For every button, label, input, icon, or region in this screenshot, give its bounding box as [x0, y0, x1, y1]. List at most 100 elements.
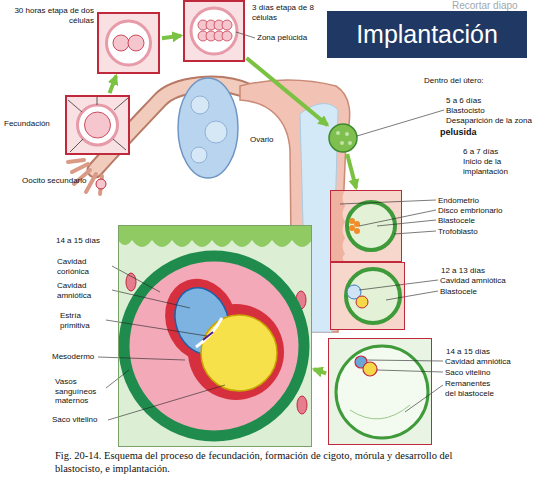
endometrial-villi [118, 225, 312, 247]
part-label: Endometrio [438, 196, 479, 206]
chorion [336, 346, 428, 438]
stage-label: 14 a 15 días [56, 236, 100, 246]
leader-line [357, 110, 444, 136]
blastomere [222, 31, 232, 41]
stage-label: Blastocisto [446, 106, 485, 116]
stage-inset: 3 días etapa de 8 células [183, 0, 245, 62]
embryonic-disc [196, 318, 222, 347]
yolk-sac [201, 315, 277, 391]
leader-line [112, 266, 160, 292]
figure-caption: Fig. 20-14. Esquema del proceso de fecun… [55, 449, 485, 475]
stage-arrow [314, 369, 326, 373]
stage-label: 5 a 6 días [446, 96, 481, 106]
stage-inset: 14 a 15 días [328, 338, 432, 445]
stage-inset: Fecundación [65, 95, 130, 155]
part-label: Remanentes del blastocele [445, 379, 503, 398]
part-label: Cavidad amniótica [445, 357, 511, 367]
maternal-vessel [297, 396, 307, 414]
part-label: Saco vitelino [52, 415, 107, 425]
part-label: Blastocele [440, 287, 477, 297]
leader-line [98, 357, 185, 360]
leader-line [236, 32, 255, 38]
stage-label: pelusida [440, 127, 477, 138]
part-label: Estría primitiva [60, 311, 106, 330]
trophoblast [346, 269, 400, 323]
zona-pellucida [191, 8, 237, 54]
blastocyst-cell [345, 132, 349, 136]
ovary-follicle [191, 147, 207, 163]
chorion [124, 256, 304, 436]
stage-inset: 14 a 15 días [118, 225, 312, 447]
stage-label: 3 días etapa de 8 células [252, 3, 318, 22]
leader-line [377, 370, 443, 372]
leader-line [405, 385, 443, 412]
part-label: Vasos sanguíneos maternos [55, 377, 107, 406]
part-label: Oocito secundario [22, 176, 86, 186]
zona-pellucida [107, 21, 151, 65]
inset-background [65, 95, 130, 155]
ovary [178, 78, 238, 178]
blastocyst-cell [336, 131, 340, 135]
ovary-follicle [191, 96, 209, 114]
leader-line [377, 220, 436, 226]
part-label: Cavidad coriónica [57, 257, 112, 276]
stage-inset: 30 horas etapa de dos células [97, 12, 160, 74]
stage-label: 12 a 13 días [441, 266, 485, 276]
leader-line [394, 231, 436, 234]
leader-line [106, 320, 207, 336]
panel-background [330, 190, 402, 262]
stage-label: 14 a 15 días [446, 347, 490, 357]
blastocyst-cell [348, 141, 352, 145]
leader-line [112, 290, 190, 308]
leader-line [108, 385, 225, 420]
yolk-sac [356, 296, 368, 308]
yolk-sac [363, 362, 377, 376]
blastocyst [329, 124, 357, 152]
stage-label: 30 horas etapa de dos células [4, 6, 94, 25]
primitive-streak [203, 332, 213, 340]
blastomere [113, 35, 129, 51]
oocyte [85, 112, 111, 138]
part-label: Saco vitelino [445, 368, 490, 378]
panel-background [328, 338, 432, 445]
stage-arrow [110, 76, 117, 93]
part-label: Dentro del útero: [424, 76, 484, 86]
leader-line [340, 200, 436, 204]
stage-label: Fecundación [4, 119, 50, 129]
maternal-vessel [126, 273, 136, 291]
stage-label: Inicio de la implantación [463, 157, 519, 176]
stage-inset: 12 a 13 días [330, 262, 405, 330]
blastomere [222, 20, 232, 30]
embryonic-disc [354, 228, 360, 234]
blastomere [128, 35, 144, 51]
part-label: Cavidad amniótica [57, 281, 112, 300]
inset-background [183, 0, 245, 62]
endometrium [330, 190, 345, 262]
blastocele-remnant [350, 405, 410, 419]
part-label: Disco embrionario [438, 206, 502, 216]
stage-arrow [162, 36, 181, 39]
part-label: Ovario [250, 135, 274, 145]
leader-line [359, 210, 436, 226]
part-label: Blastocele [438, 216, 475, 226]
part-label: Mesodermo [52, 352, 94, 362]
part-label: Trofoblasto [438, 227, 478, 237]
part-label: Cavidad amniótica [440, 276, 506, 286]
leader-line [359, 280, 438, 290]
panel-background [330, 262, 405, 330]
embryonic-disc [349, 218, 355, 224]
stage-label: Desaparición de la zona [446, 116, 532, 126]
watermark: Recortar diapo [452, 0, 518, 12]
blastocyst-cell [340, 141, 344, 145]
zona-pellucida [78, 105, 118, 145]
trophoblast [347, 202, 395, 250]
inset-background [97, 12, 160, 74]
ovary-follicle [205, 121, 227, 143]
stage-arrow [247, 58, 328, 125]
slide-title: Implantación [327, 11, 527, 58]
stage-inset: 6 a 7 díasInicio de la implantación [330, 190, 402, 262]
stage-label: 6 a 7 días [463, 147, 498, 157]
oocyte [96, 179, 106, 189]
leader-line [386, 291, 438, 300]
